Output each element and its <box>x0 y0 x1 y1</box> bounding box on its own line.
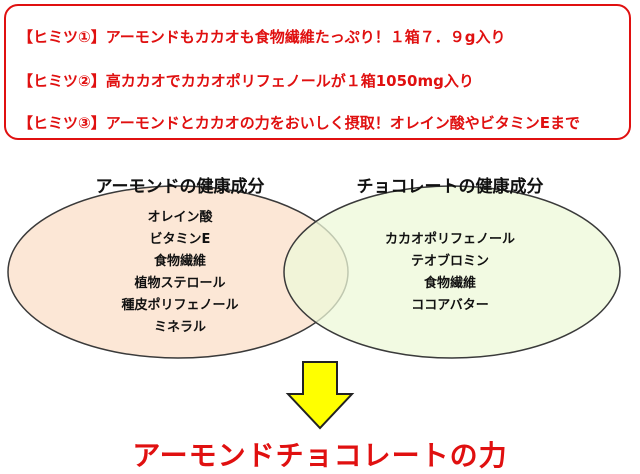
secrets-box: 【ヒミツ①】アーモンドもカカオも食物繊維たっぷり！１箱７．９g入り 【ヒミツ②】… <box>4 4 631 140</box>
list-item: ココアバター <box>411 298 489 313</box>
secret-line-2: 【ヒミツ②】高カカオでカカオポリフェノールが１箱1050mg入り <box>18 70 474 91</box>
secret-text-1: アーモンドもカカオも食物繊維たっぷり！１箱７．９g入り <box>105 28 506 46</box>
secret-line-1: 【ヒミツ①】アーモンドもカカオも食物繊維たっぷり！１箱７．９g入り <box>18 26 506 47</box>
chocolate-title: チョコレートの健康成分 <box>356 177 544 197</box>
secret-line-3: 【ヒミツ③】アーモンドとカカオの力をおいしく摂取！オレイン酸やビタミンEまで <box>18 112 580 133</box>
list-item: 種皮ポリフェノール <box>121 298 239 313</box>
almond-title: アーモンドの健康成分 <box>95 177 265 197</box>
chocolate-components-list: カカオポリフェノール テオブロミン 食物繊維 ココアバター <box>360 229 540 317</box>
list-item: テオブロミン <box>410 254 489 269</box>
list-item: ビタミンE <box>149 232 211 247</box>
list-item: オレイン酸 <box>147 210 213 225</box>
list-item: 植物ステロール <box>134 276 226 291</box>
down-arrow-icon <box>285 361 355 430</box>
almond-components-list: オレイン酸 ビタミンE 食物繊維 植物ステロール 種皮ポリフェノール ミネラル <box>95 207 265 339</box>
secret-text-2: 高カカオでカカオポリフェノールが１箱1050mg入り <box>105 72 474 90</box>
secret-text-3: アーモンドとカカオの力をおいしく摂取！オレイン酸やビタミンEまで <box>105 114 581 132</box>
secret-tag-3: 【ヒミツ③】 <box>18 114 106 132</box>
list-item: ミネラル <box>153 320 206 335</box>
list-item: 食物繊維 <box>153 254 206 269</box>
secret-tag-1: 【ヒミツ①】 <box>18 28 106 46</box>
secret-tag-2: 【ヒミツ②】 <box>18 72 106 90</box>
list-item: カカオポリフェノール <box>384 232 515 247</box>
list-item: 食物繊維 <box>423 276 476 291</box>
result-title: アーモンドチョコレートの力 <box>132 439 508 472</box>
